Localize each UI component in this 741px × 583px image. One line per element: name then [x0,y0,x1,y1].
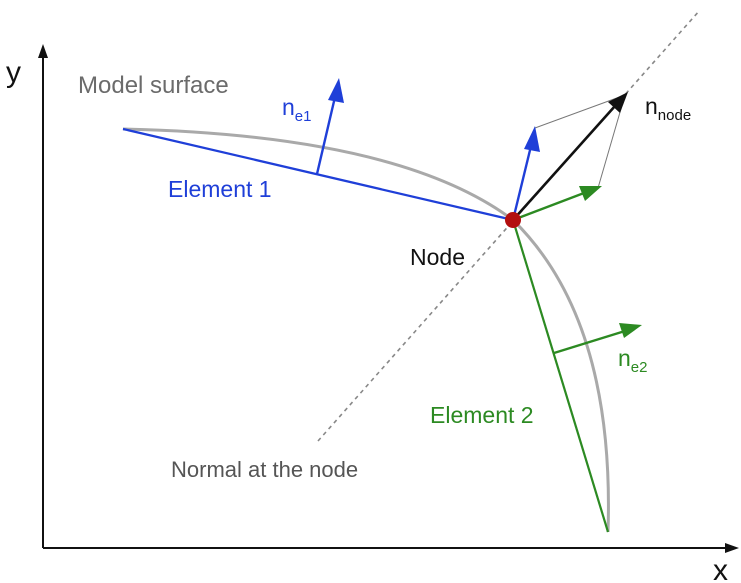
element2-label: Element 2 [430,402,534,428]
node-green-arrowhead [579,186,602,201]
model-surface-label: Model surface [78,72,229,99]
n-e2-label-base: n [618,345,631,371]
n-e1-label-base: n [282,94,295,120]
node-label: Node [410,244,465,270]
element1-line [122,127,514,222]
element1-label: Element 1 [168,176,272,202]
n-e2-arrowhead [619,323,642,338]
n-e1-arrow-shaft [315,96,337,175]
n-e1-label-sub: e1 [295,108,312,125]
n-node-label: nnode [645,93,691,124]
element2-line [511,219,610,533]
n-e1-label: ne1 [282,94,311,125]
n-e1-arrowhead [328,78,344,103]
normal-at-node-label: Normal at the node [171,457,358,482]
node-normal-arrow-shaft [512,105,616,221]
y-axis-label: y [6,56,21,89]
node-green-arrow-shaft [512,191,585,222]
node-blue-arrowhead [524,126,540,152]
n-e2-arrow-shaft [553,329,626,355]
n-e2-label-sub: e2 [631,359,648,376]
n-e2-label: ne2 [618,345,647,376]
node-normal-arrowhead [608,92,628,113]
node-point [505,212,521,228]
y-axis-arrowhead [38,44,48,58]
parallelogram-side-top [534,94,626,129]
n-node-label-sub: node [658,107,691,124]
n-node-label-base: n [645,93,658,119]
node-blue-arrow-shaft [511,145,533,221]
x-axis-arrowhead [725,543,739,553]
x-axis-label: x [713,554,728,583]
